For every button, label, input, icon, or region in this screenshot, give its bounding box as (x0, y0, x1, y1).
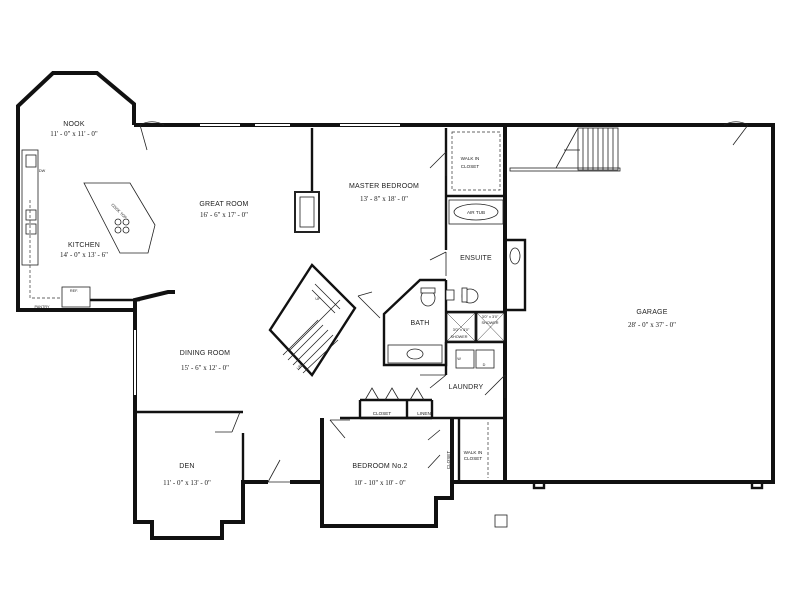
room-name-bedroom-2: BEDROOM No.2 (352, 463, 407, 470)
room-dims-den: 11' - 0" x 13' - 0" (163, 479, 211, 487)
shower-1-dims: 3'0" x 3'0" (453, 328, 470, 332)
room-dims-great-room: 16' - 6" x 17' - 0" (200, 211, 248, 219)
room-name-den: DEN (179, 463, 194, 470)
stair-enclosure (268, 263, 357, 377)
kitchen-dash (29, 200, 62, 299)
nook-door (139, 121, 165, 151)
dw-label: DW (39, 169, 46, 173)
master-walkin-label-1: WALK IN (461, 156, 480, 161)
room-name-bath: BATH (411, 320, 430, 327)
windows (134, 124, 400, 395)
ensuite-bump (505, 238, 527, 312)
hall-closet-label: CLOSET (373, 411, 392, 416)
fireplace-inner (299, 196, 315, 228)
bedroom2-wall (320, 418, 454, 528)
room-name-ensuite: ENSUITE (460, 255, 492, 262)
pantry-label: PANTRY (34, 305, 50, 309)
master-closet-door (429, 151, 447, 176)
stair-up-label-2: UP (315, 297, 321, 301)
linen-label: LINEN (417, 411, 431, 416)
room-dims-master-bedroom: 13' - 8" x 18' - 0" (360, 195, 408, 203)
garage-post-1 (532, 480, 546, 490)
shower-1-label: SHOWER (450, 335, 467, 339)
den-wall (133, 412, 268, 540)
room-dims-nook: 11' - 0" x 11' - 0" (50, 130, 98, 138)
room-name-master-bedroom: MASTER BEDROOM (349, 183, 419, 190)
room-name-dining-room: DINING ROOM (180, 350, 230, 357)
room-name-great-room: GREAT ROOM (199, 201, 248, 208)
ref-label: REF. (70, 289, 78, 293)
room-dims-dining-room: 15' - 6" x 12' - 0" (181, 364, 229, 372)
den-door (215, 411, 241, 433)
kitchen-island (83, 182, 156, 254)
master-door (357, 291, 381, 319)
exterior-post (494, 514, 508, 528)
laundry-door (420, 374, 447, 389)
bed2-closet-door (427, 429, 441, 469)
bed2-closet-label: CLOSET (446, 451, 451, 470)
room-name-laundry: LAUNDRY (449, 384, 484, 391)
closet-bifold (364, 387, 425, 401)
garage-wall (505, 123, 775, 484)
air-tub-label: AIR TUB (467, 210, 485, 215)
room-name-garage: GARAGE (636, 309, 667, 316)
fireplace (294, 191, 320, 233)
shower-2-label: SHOWER (481, 321, 498, 325)
shower-2-dims: 3'0" x 3'0" (482, 315, 499, 319)
bed2-walkin-label-2: CLOSET (464, 456, 483, 461)
washer-label: W (457, 357, 461, 361)
bed2-walkin-label-1: WALK IN (464, 450, 483, 455)
room-dims-kitchen: 14' - 0" x 13' - 6" (60, 251, 108, 259)
dryer (475, 349, 495, 369)
garage-entry-door (484, 374, 506, 398)
ensuite-door (429, 251, 447, 276)
ensuite-sink (509, 247, 521, 265)
room-name-nook: NOOK (63, 121, 85, 128)
garage-door-top (723, 121, 749, 146)
main-stair (282, 283, 341, 374)
shower-1 (446, 312, 476, 342)
stair-up-label: UP (296, 364, 303, 371)
room-dims-bedroom-2: 10' - 10" x 10' - 0" (354, 479, 406, 487)
garage-post-2 (750, 480, 764, 490)
bath-vanity (387, 344, 443, 364)
front-door (267, 459, 290, 483)
kitchen-fixtures (21, 149, 156, 308)
dryer-label: D (483, 363, 486, 367)
master-closet-shelf (451, 131, 501, 191)
room-dims-garage: 28' - 0" x 37' - 0" (628, 321, 676, 329)
master-walkin-label-2: CLOSET (461, 164, 480, 169)
room-name-kitchen: KITCHEN (68, 242, 100, 249)
garage-stair (509, 127, 621, 172)
shower-2 (476, 312, 505, 342)
bed2-door (329, 419, 350, 439)
washer (455, 349, 475, 369)
